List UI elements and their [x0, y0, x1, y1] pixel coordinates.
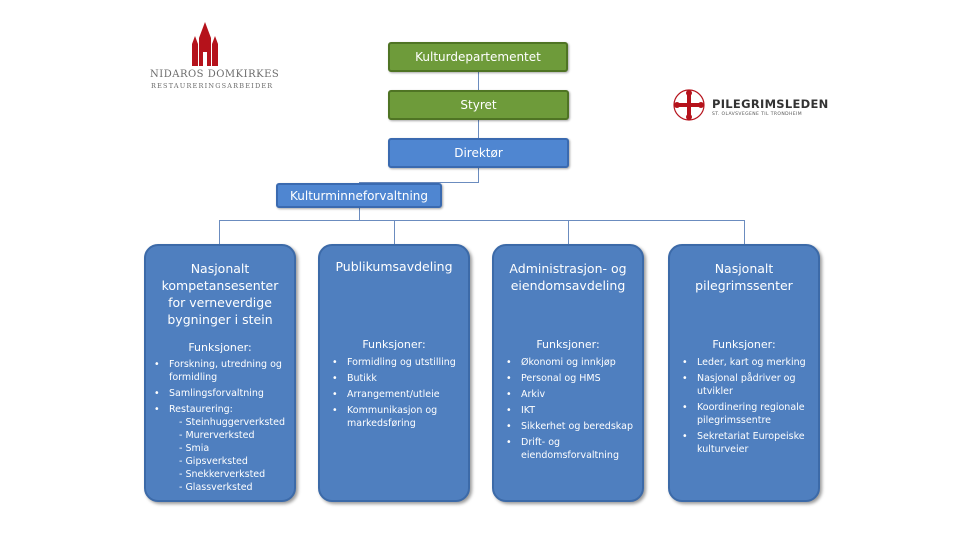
nidaros-logo-line1: NIDAROS DOMKIRKES: [150, 69, 280, 80]
list-item: Arrangement/utleie: [332, 388, 462, 401]
workshop-item: - Gipsverksted: [179, 456, 248, 467]
functions-label: Funksjoner:: [536, 338, 600, 351]
ministry-box: Kulturdepartementet: [388, 42, 568, 72]
workshop-item: - Glassverksted: [179, 482, 253, 493]
nidaros-logo-line2: RESTAURERINGSARBEIDER: [151, 82, 274, 90]
list-item: Drift- og eiendomsforvaltning: [506, 436, 636, 462]
list-item: Arkiv: [506, 388, 636, 401]
connector-dept-1: [219, 220, 220, 245]
list-item-label: Restaurering:: [169, 404, 233, 415]
connector-dept-4: [744, 220, 745, 245]
list-item: Personal og HMS: [506, 372, 636, 385]
list-item: Leder, kart og merking: [682, 356, 812, 369]
workshop-item: - Snekkerverksted: [179, 469, 266, 480]
functions-list: Økonomi og innkjøp Personal og HMS Arkiv…: [506, 356, 636, 465]
list-item: Koordinering regionale pilegrimssentre: [682, 401, 812, 427]
list-item: Samlingsforvaltning: [154, 387, 288, 400]
list-item: Nasjonal pådriver og utvikler: [682, 372, 812, 398]
functions-list: Formidling og utstilling Butikk Arrangem…: [332, 356, 462, 433]
director-box: Direktør: [388, 138, 569, 168]
list-item: Formidling og utstilling: [332, 356, 462, 369]
pilegrimsleden-logo-tagline: ST. OLAVSVEGENE TIL TRONDHEIM: [712, 112, 803, 117]
department-title: Nasjonalt kompetansesenter for verneverd…: [161, 261, 279, 327]
functions-label: Funksjoner:: [362, 338, 426, 351]
division-box: Kulturminneforvaltning: [276, 183, 442, 208]
workshop-item: - Smia: [179, 443, 210, 454]
list-item: Forskning, utredning og formidling: [154, 358, 288, 384]
pilegrimsleden-logo: PILEGRIMSLEDEN ST. OLAVSVEGENE TIL TROND…: [672, 88, 832, 128]
functions-label: Funksjoner:: [712, 338, 776, 351]
nidaros-logo: NIDAROS DOMKIRKES RESTAURERINGSARBEIDER: [140, 22, 279, 92]
connector-ministry-board: [478, 72, 479, 90]
department-stone-competence-centre: Nasjonalt kompetansesenter for verneverd…: [144, 244, 296, 502]
connector-dept-3: [568, 220, 569, 245]
workshop-item: - Steinhuggerverksted: [179, 417, 285, 428]
department-administration: Administrasjon- og eiendomsavdeling Funk…: [492, 244, 644, 502]
pilgrim-cross-icon: [673, 89, 705, 121]
department-title: Administrasjon- og eiendomsavdeling: [509, 261, 627, 293]
department-title: Nasjonalt pilegrimssenter: [695, 261, 793, 293]
connector-departments-bus: [219, 220, 745, 221]
list-item: Kommunikasjon og markedsføring: [332, 404, 462, 430]
list-item: Restaurering: - Steinhuggerverksted - Mu…: [154, 403, 288, 494]
department-public: Publikumsavdeling Funksjoner: Formidling…: [318, 244, 470, 502]
list-item: IKT: [506, 404, 636, 417]
connector-dept-2: [394, 220, 395, 245]
list-item: Økonomi og innkjøp: [506, 356, 636, 369]
connector-board-director: [478, 120, 479, 138]
list-item: Sikkerhet og beredskap: [506, 420, 636, 433]
department-pilgrim-centre: Nasjonalt pilegrimssenter Funksjoner: Le…: [668, 244, 820, 502]
list-item: Sekretariat Europeiske kulturveier: [682, 430, 812, 456]
functions-label: Funksjoner:: [188, 341, 252, 354]
functions-list: Leder, kart og merking Nasjonal pådriver…: [682, 356, 812, 459]
functions-list: Forskning, utredning og formidling Samli…: [154, 358, 288, 497]
connector-director-division: [478, 168, 479, 182]
connector-division-horizontal-top: [359, 182, 479, 183]
pilegrimsleden-logo-name: PILEGRIMSLEDEN: [712, 97, 829, 111]
connector-division-stem: [359, 208, 360, 220]
workshop-item: - Murerverksted: [179, 430, 255, 441]
department-title: Publikumsavdeling: [335, 259, 453, 274]
cathedral-icon: [192, 22, 218, 66]
workshop-list: - Steinhuggerverksted - Murerverksted - …: [169, 416, 288, 494]
list-item: Butikk: [332, 372, 462, 385]
board-box: Styret: [388, 90, 569, 120]
